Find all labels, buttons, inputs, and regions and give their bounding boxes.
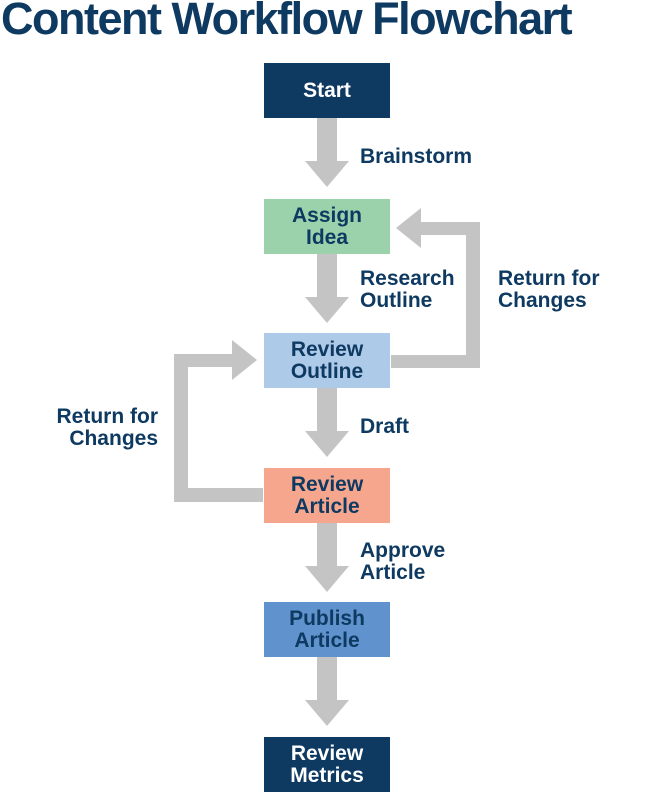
page-title: Content Workflow Flowchart — [1, 0, 573, 44]
node-label-line: Publish — [289, 606, 365, 630]
node-label-line: Metrics — [290, 763, 364, 787]
arrow-head-right-icon — [232, 340, 257, 380]
loop-right-top-segment — [420, 222, 466, 235]
node-label-line: Outline — [290, 359, 364, 383]
arrow-head-down-icon — [305, 431, 349, 457]
node-label-line: Review — [290, 337, 364, 361]
node-publish-article: Publish Article — [264, 602, 390, 657]
arrow-shaft-start-to-assign — [317, 118, 337, 161]
node-review-outline: Review Outline — [264, 333, 390, 388]
node-assign-idea: Assign Idea — [264, 199, 390, 254]
label-return-for-changes-right: Return for Changes — [498, 267, 600, 312]
label-brainstorm: Brainstorm — [360, 145, 473, 168]
arrow-head-down-icon — [305, 566, 349, 592]
node-review-metrics: Review Metrics — [264, 737, 390, 792]
label-draft: Draft — [360, 415, 410, 438]
loop-right-vertical-segment — [466, 222, 480, 368]
arrow-shaft-review-outline-to-review-article — [317, 388, 337, 431]
node-label-line: Article — [294, 628, 360, 652]
loop-left-bottom-segment — [174, 488, 263, 502]
arrow-head-down-icon — [305, 700, 349, 726]
node-label: Start — [303, 78, 351, 102]
node-label-line: Article — [294, 494, 360, 518]
node-label-line: Review — [290, 472, 364, 496]
arrow-shaft-publish-to-metrics — [317, 657, 337, 700]
arrow-shaft-assign-to-review-outline — [317, 254, 337, 297]
node-label-line: Idea — [305, 225, 349, 249]
node-start: Start — [264, 63, 390, 118]
loop-left-top-segment — [188, 354, 232, 367]
loop-right-bottom-segment — [391, 355, 480, 368]
arrow-head-down-icon — [305, 297, 349, 323]
node-label-line: Assign — [291, 203, 362, 227]
label-return-for-changes-left: Return for Changes — [56, 405, 159, 450]
arrow-head-down-icon — [305, 161, 349, 187]
arrow-head-left-icon — [396, 208, 421, 248]
node-review-article: Review Article — [264, 468, 390, 523]
node-label-line: Review — [290, 741, 364, 765]
arrow-shaft-review-article-to-publish — [317, 523, 337, 566]
loop-left-vertical-segment — [174, 354, 188, 502]
label-research-outline: Research Outline — [360, 267, 455, 312]
label-approve-article: Approve Article — [360, 539, 446, 584]
